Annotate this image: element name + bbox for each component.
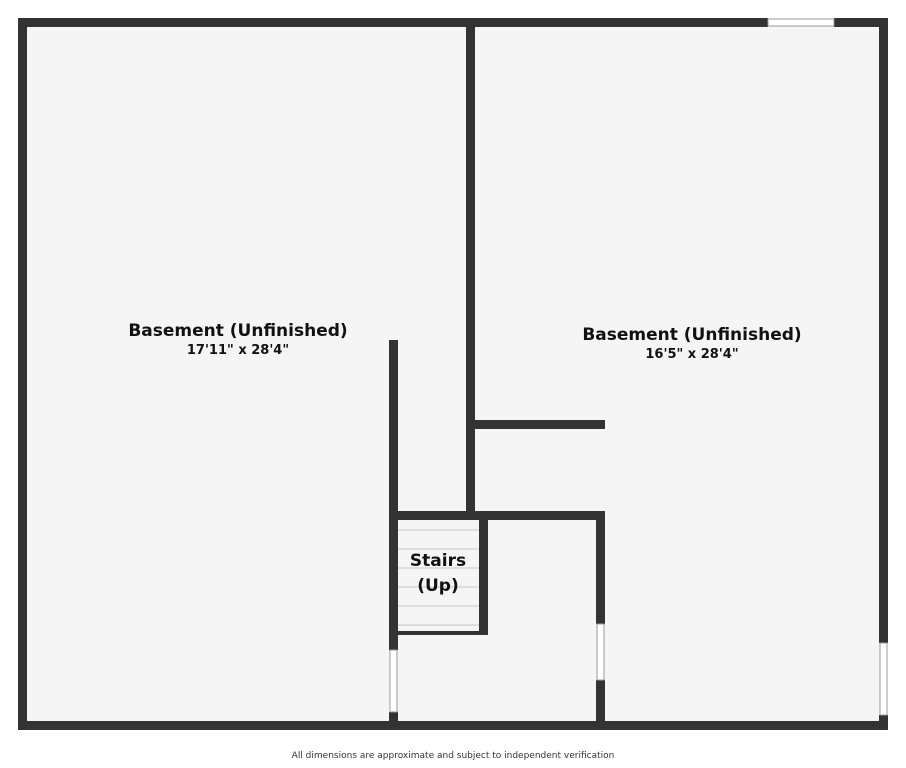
wall-left (18, 18, 27, 730)
wall-enclosure-top (389, 511, 605, 520)
stairs-label: Stairs (Up) (398, 549, 478, 599)
wall-center (466, 18, 475, 520)
stair-treads (398, 529, 481, 626)
floor-area (22, 22, 884, 725)
window-enclosure (596, 623, 605, 681)
window-stair-left (389, 649, 398, 713)
wall-stair-right (479, 511, 488, 635)
room-dimensions: 16'5" x 28'4" (645, 347, 739, 362)
wall-right-upper (879, 18, 888, 643)
wall-right-lower (879, 715, 888, 730)
wall-top-left (18, 18, 768, 27)
window-top (767, 18, 835, 27)
wall-stair-left-lower (389, 712, 398, 730)
room-label-left: Basement (Unfinished) 17'11" x 28'4" (108, 320, 368, 360)
windows (389, 18, 888, 716)
room-label-right: Basement (Unfinished) 16'5" x 28'4" (562, 324, 822, 364)
wall-stair-left-upper (389, 340, 398, 650)
wall-top-right (834, 18, 888, 27)
room-name: Basement (Unfinished) (128, 321, 348, 341)
wall-stub (466, 420, 605, 429)
stairs-label-line1: Stairs (409, 551, 467, 571)
wall-stair-bottom (396, 631, 488, 635)
room-dimensions: 17'11" x 28'4" (186, 343, 290, 358)
walls (18, 18, 888, 730)
wall-bottom (18, 721, 888, 730)
disclaimer-text: All dimensions are approximate and subje… (291, 751, 615, 761)
wall-enclosure-right-lower (596, 680, 605, 730)
wall-enclosure-right-upper (596, 511, 605, 624)
stairs-label-line2: (Up) (417, 576, 459, 596)
room-name: Basement (Unfinished) (582, 325, 802, 345)
window-right (879, 642, 888, 716)
